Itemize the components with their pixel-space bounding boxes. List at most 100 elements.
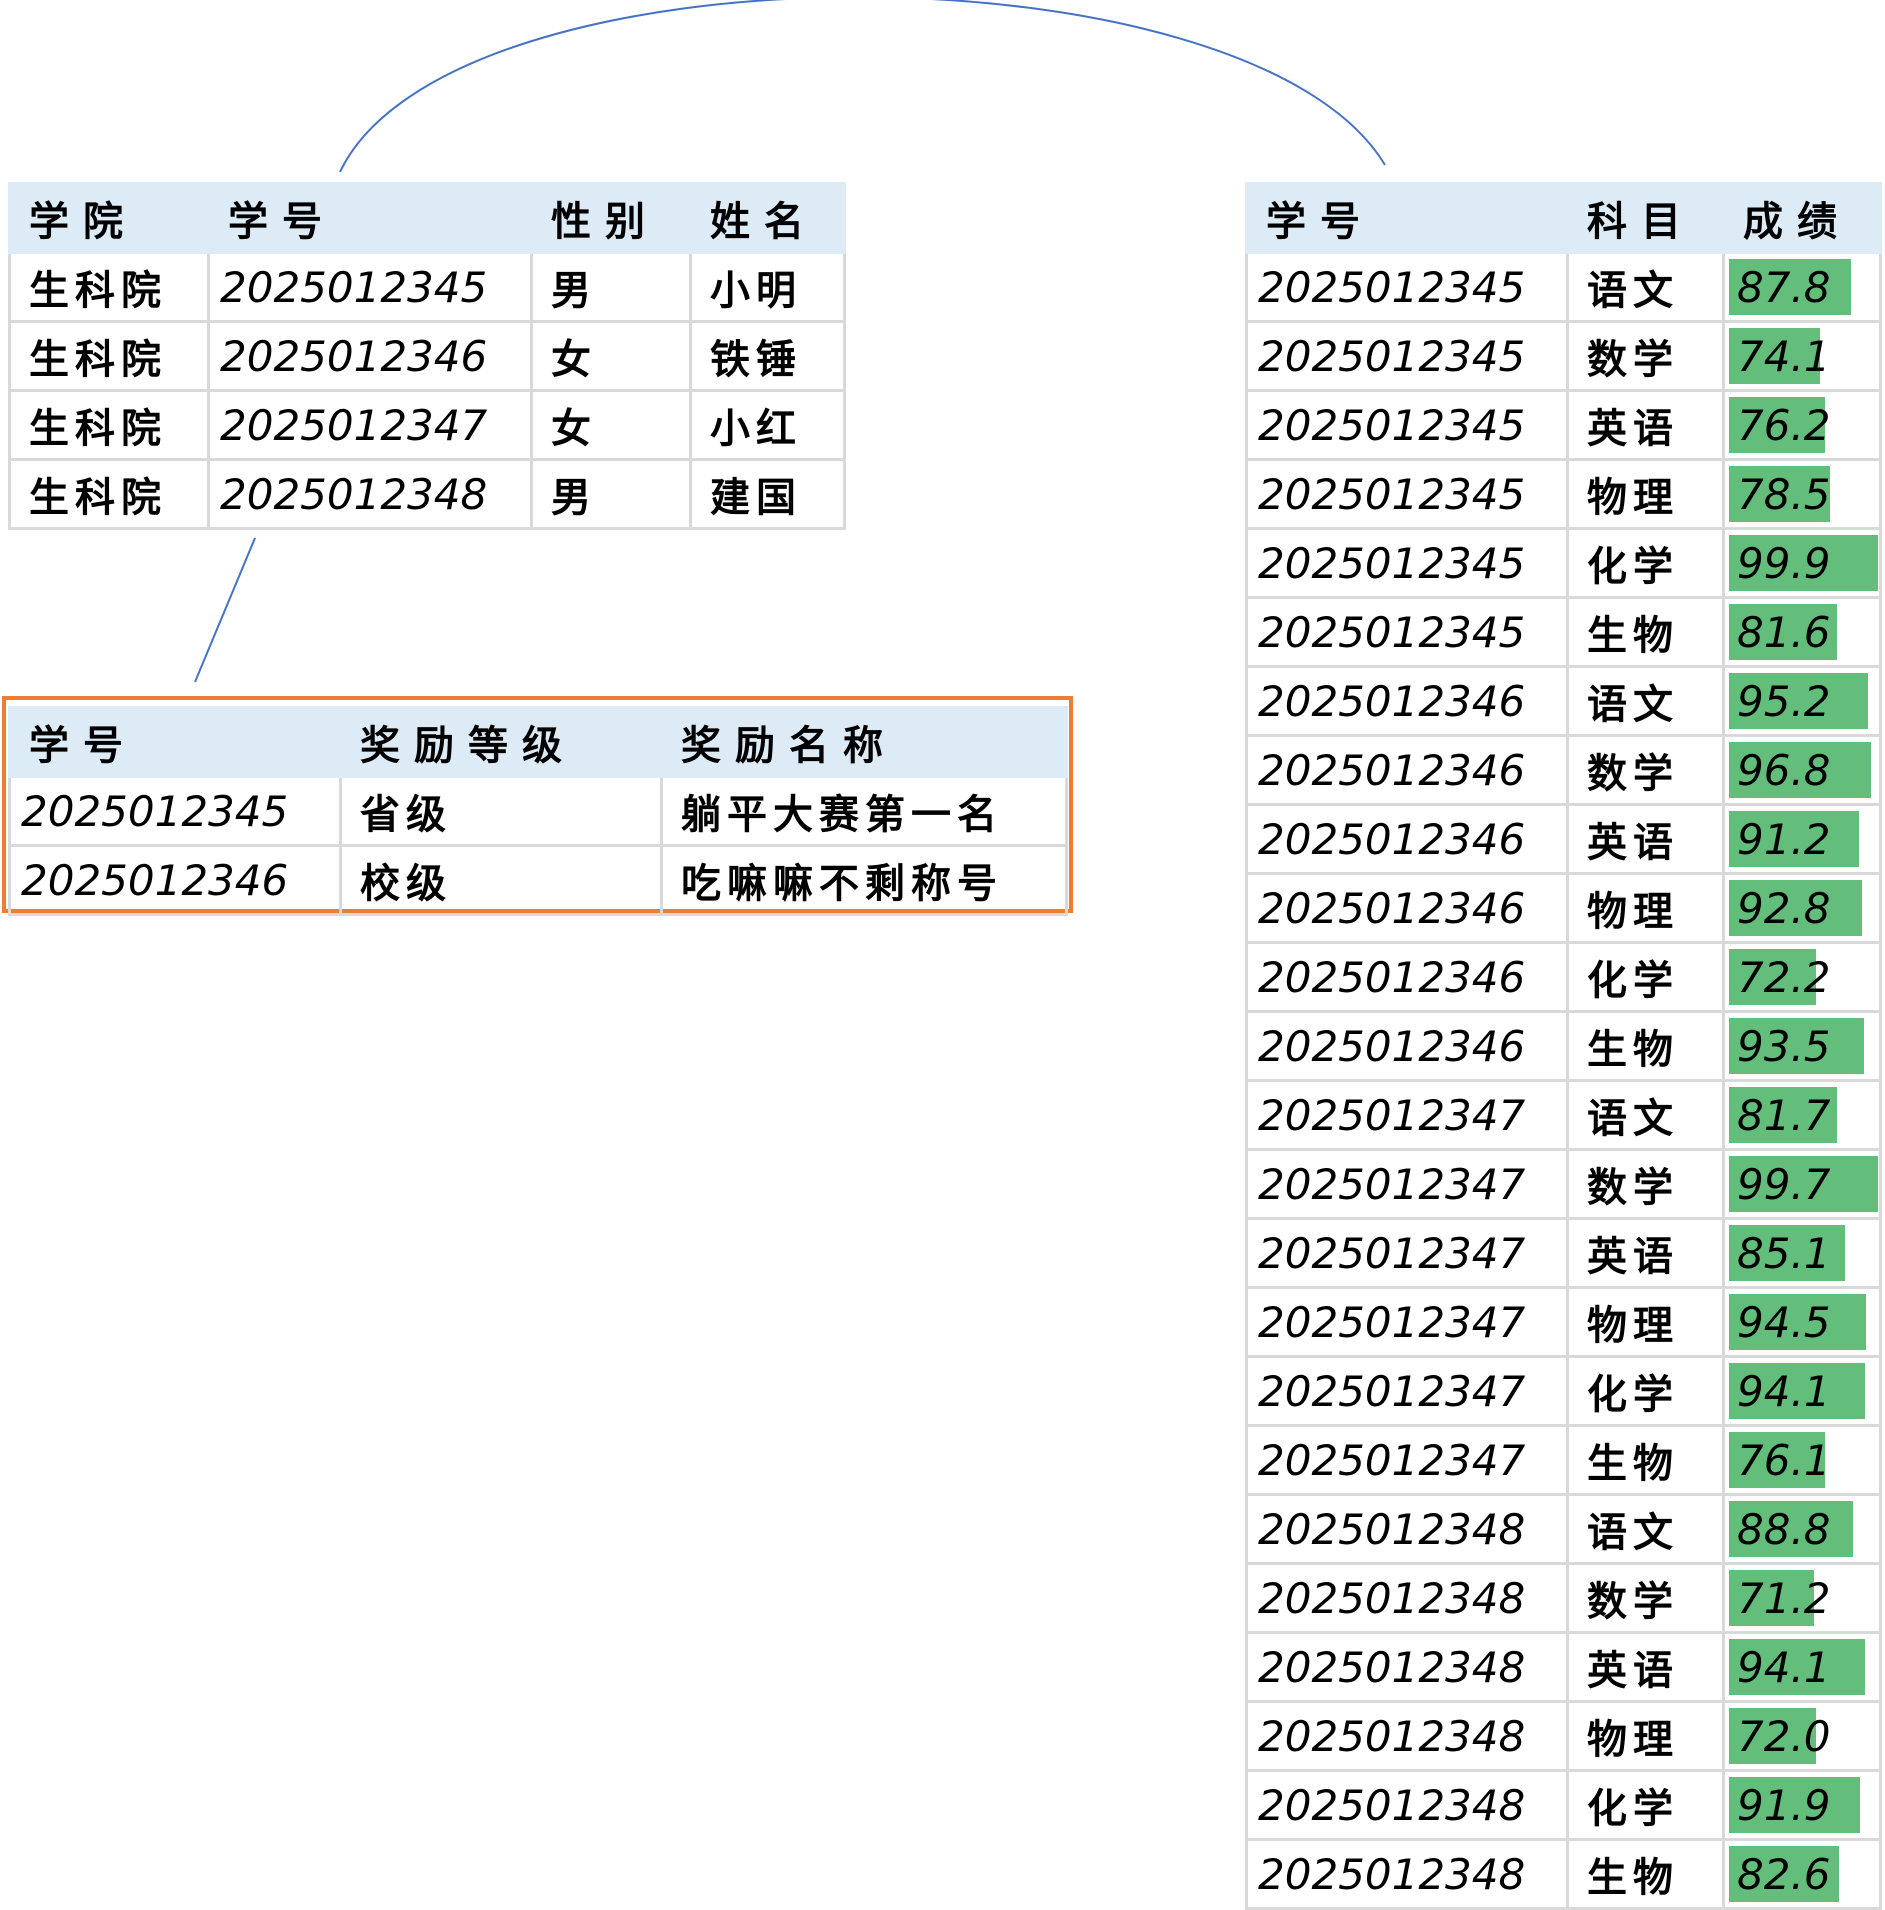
score-data-bar (1729, 1639, 1866, 1695)
award-row-cell: 吃嘛嘛不剩称号 (660, 844, 1068, 916)
score-row-cell: 2025012346 (1245, 872, 1569, 944)
score-data-bar (1729, 604, 1838, 660)
score-value: 81.7 (1737, 1090, 1831, 1140)
score-header-cell: 成绩 (1722, 182, 1882, 254)
score-value: 95.2 (1737, 676, 1831, 726)
score-row-cell: 数学 (1566, 320, 1725, 392)
score-data-bar (1729, 949, 1816, 1005)
student-row-cell: 2025012347 (207, 389, 533, 461)
student-header-cell: 学号 (207, 182, 533, 254)
score-data-bar (1729, 1708, 1816, 1764)
score-cell: 87.8 (1722, 251, 1882, 323)
award-header-cell: 学号 (8, 706, 342, 778)
score-data-bar (1729, 466, 1831, 522)
score-row-cell: 2025012345 (1245, 527, 1569, 599)
score-data-bar (1729, 1156, 1878, 1212)
score-value: 88.8 (1737, 1504, 1831, 1554)
score-cell: 82.6 (1722, 1838, 1882, 1910)
score-cell: 88.8 (1722, 1493, 1882, 1565)
score-data-bar (1729, 1363, 1866, 1419)
score-row-cell: 生物 (1566, 1838, 1725, 1910)
score-value: 82.6 (1737, 1849, 1831, 1899)
score-row-cell: 2025012348 (1245, 1769, 1569, 1841)
student-row-cell: 小红 (689, 389, 846, 461)
score-data-bar (1729, 1018, 1864, 1074)
score-row-cell: 2025012345 (1245, 596, 1569, 668)
score-row-cell: 2025012348 (1245, 1631, 1569, 1703)
score-row-cell: 化学 (1566, 941, 1725, 1013)
score-row-cell: 语文 (1566, 665, 1725, 737)
student-row-cell: 女 (530, 389, 692, 461)
score-row-cell: 语文 (1566, 251, 1725, 323)
score-data-bar (1729, 742, 1872, 798)
score-cell: 76.1 (1722, 1424, 1882, 1496)
award-header-row: 学号 奖励等级 奖励名称 (8, 706, 1068, 778)
student-row-cell: 男 (530, 458, 692, 530)
student-header-cell: 性别 (530, 182, 692, 254)
score-row-cell: 英语 (1566, 1217, 1725, 1289)
score-cell: 91.9 (1722, 1769, 1882, 1841)
award-row-cell: 2025012346 (8, 844, 342, 916)
score-header-cell: 学号 (1245, 182, 1569, 254)
score-row-cell: 语文 (1566, 1079, 1725, 1151)
student-row-cell: 生科院 (8, 389, 210, 461)
score-header-row: 学号 科目 成绩 (1245, 182, 1882, 254)
award-row-cell: 省级 (339, 775, 663, 847)
score-value: 94.5 (1737, 1297, 1831, 1347)
award-row-cell: 校级 (339, 844, 663, 916)
student-row-cell: 生科院 (8, 320, 210, 392)
score-cell: 81.7 (1722, 1079, 1882, 1151)
score-row-cell: 2025012348 (1245, 1493, 1569, 1565)
score-row-cell: 2025012345 (1245, 458, 1569, 530)
score-value: 78.5 (1737, 469, 1831, 519)
score-value: 93.5 (1737, 1021, 1831, 1071)
score-cell: 72.0 (1722, 1700, 1882, 1772)
score-row-cell: 数学 (1566, 1148, 1725, 1220)
score-row-cell: 数学 (1566, 734, 1725, 806)
student-row-cell: 小明 (689, 251, 846, 323)
score-row-cell: 数学 (1566, 1562, 1725, 1634)
student-row-cell: 生科院 (8, 458, 210, 530)
score-row-cell: 英语 (1566, 803, 1725, 875)
score-data-bar (1729, 328, 1821, 384)
award-row-cell: 2025012345 (8, 775, 342, 847)
student-row-cell: 建国 (689, 458, 846, 530)
score-value: 96.8 (1737, 745, 1831, 795)
student-header-cell: 学院 (8, 182, 210, 254)
score-cell: 99.9 (1722, 527, 1882, 599)
student-to-score-connector (339, 0, 1386, 173)
student-to-award-connector (194, 537, 256, 683)
score-data-bar (1729, 1432, 1825, 1488)
score-value: 76.1 (1737, 1435, 1831, 1485)
score-row-cell: 生物 (1566, 1424, 1725, 1496)
score-value: 72.2 (1737, 952, 1831, 1002)
score-value: 99.9 (1737, 538, 1831, 588)
score-value: 99.7 (1737, 1159, 1831, 1209)
score-value: 85.1 (1737, 1228, 1831, 1278)
award-header-cell: 奖励名称 (660, 706, 1068, 778)
score-row-cell: 2025012346 (1245, 803, 1569, 875)
student-row-cell: 女 (530, 320, 692, 392)
score-row-cell: 2025012346 (1245, 941, 1569, 1013)
student-row-cell: 2025012345 (207, 251, 533, 323)
score-cell: 72.2 (1722, 941, 1882, 1013)
score-cell: 81.6 (1722, 596, 1882, 668)
student-row-cell: 2025012348 (207, 458, 533, 530)
student-header-row: 学院 学号 性别 姓名 (8, 182, 846, 254)
